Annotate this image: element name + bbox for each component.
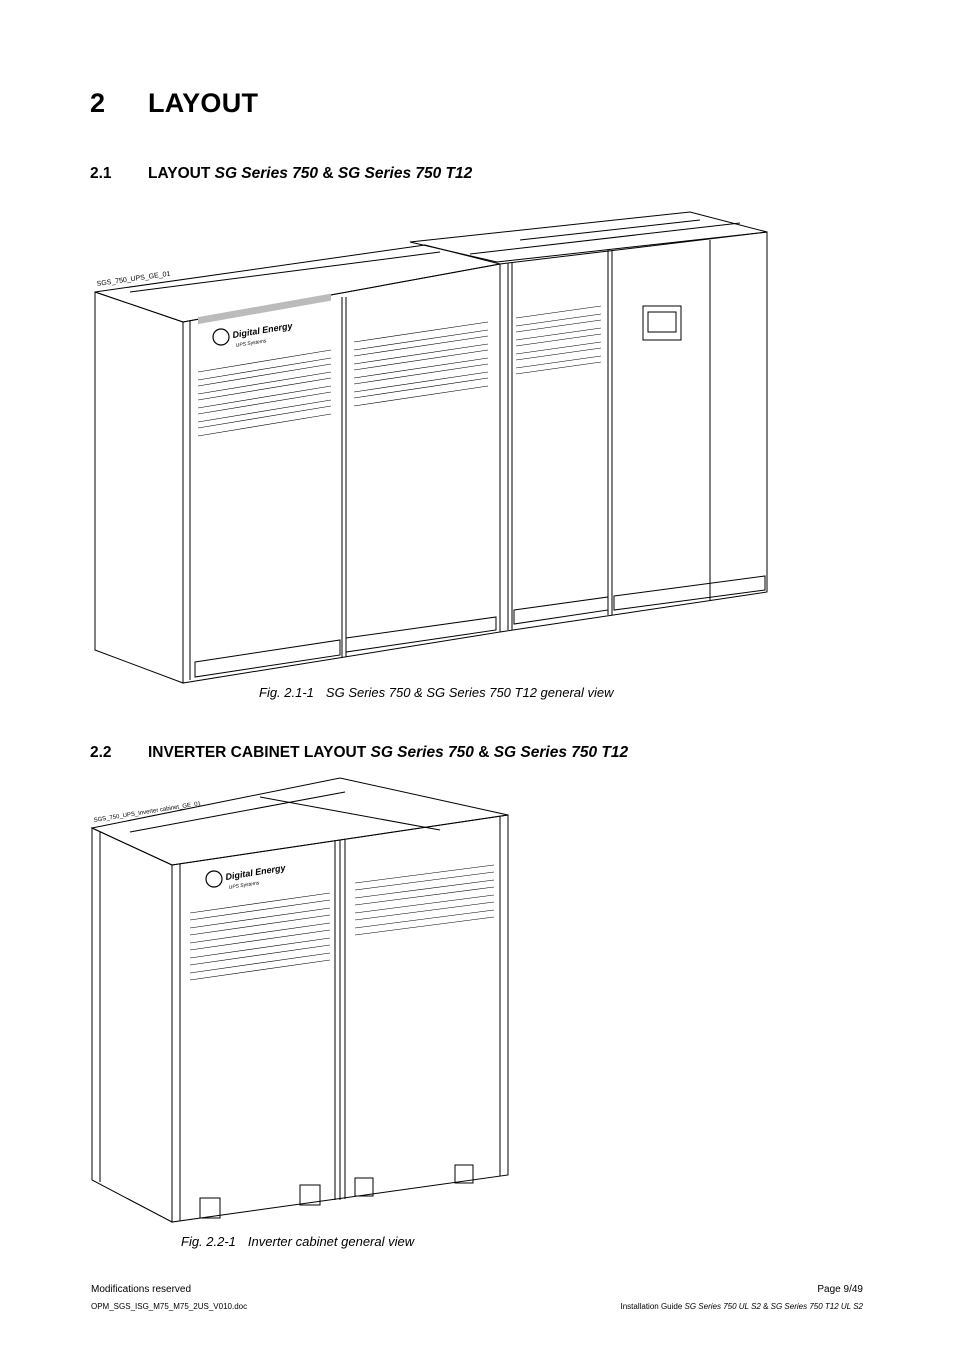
brand-sublabel: UPS Systems <box>235 338 267 349</box>
footer-doc-title: Installation Guide SG Series 750 UL S2 &… <box>620 1302 863 1311</box>
vent-grills <box>197 305 602 437</box>
brand-label: Digital Energy <box>232 320 294 339</box>
brand-sublabel: UPS Systems <box>228 880 260 891</box>
figure-inverter-cabinet: Digital Energy UPS Systems SGS_750_UPS_I… <box>90 777 509 1223</box>
brand-label: Digital Energy <box>225 862 287 881</box>
section-title-plain: INVERTER CABINET LAYOUT <box>148 744 371 761</box>
section-title-plain: LAYOUT <box>148 165 215 182</box>
vent-grills <box>189 864 495 981</box>
figure-caption-2-2-1: Fig. 2.2-1 Inverter cabinet general view <box>181 1234 414 1249</box>
footer-doc-title-plain: Installation Guide <box>620 1302 685 1311</box>
figure-caption-2-1-1: Fig. 2.1-1 SG Series 750 & SG Series 750 … <box>259 685 614 700</box>
section-title-italic: SG Series 750 T12 <box>493 744 629 761</box>
footer-doc-title-italic: SG Series 750 UL S2 <box>684 1302 761 1311</box>
footer-modifications: Modifications reserved <box>91 1284 192 1295</box>
footer-doc-title-amp: & <box>760 1302 771 1311</box>
figure-tag: SGS_750_UPS_GE_01 <box>96 271 171 288</box>
chapter-number: 2 <box>90 88 106 118</box>
section-title-amp: & <box>318 165 338 182</box>
caption-label: Fig. 2.2-1 <box>181 1234 236 1249</box>
figure-tag: SGS_750_UPS_Inverter cabinet_GE_01 <box>93 801 202 824</box>
section-title-italic: SG Series 750 <box>214 165 319 182</box>
caption-text: SG Series 750 & SG Series 750 T12 genera… <box>325 685 614 700</box>
section-title-amp: & <box>473 744 494 761</box>
section-number: 2.2 <box>90 744 112 761</box>
section-heading-2-2: 2.2 INVERTER CABINET LAYOUT SG Series 750… <box>90 744 628 762</box>
footer-filename: OPM_SGS_ISG_M75_M75_2US_V010.doc <box>91 1302 248 1311</box>
caption-label: Fig. 2.1-1 <box>259 685 314 700</box>
ge-logo-icon <box>212 328 230 346</box>
section-title-italic: SG Series 750 T12 <box>337 165 473 182</box>
section-heading-2-1: 2.1 LAYOUT SG Series 750 & SG Series 750 … <box>90 165 472 183</box>
section-number: 2.1 <box>90 165 112 182</box>
chapter-heading: 2 LAYOUT <box>90 88 258 119</box>
caption-text: Inverter cabinet general view <box>247 1234 415 1249</box>
ge-logo-icon <box>205 870 223 888</box>
footer-doc-title-italic: SG Series 750 T12 UL S2 <box>770 1302 863 1311</box>
chapter-title: LAYOUT <box>148 88 259 118</box>
figure-ups-general-view: Digital Energy UPS Systems SGS_750_UPS_G… <box>94 211 768 684</box>
footer-page-number: Page 9/49 <box>817 1284 863 1295</box>
section-title-italic: SG Series 750 <box>370 744 474 761</box>
